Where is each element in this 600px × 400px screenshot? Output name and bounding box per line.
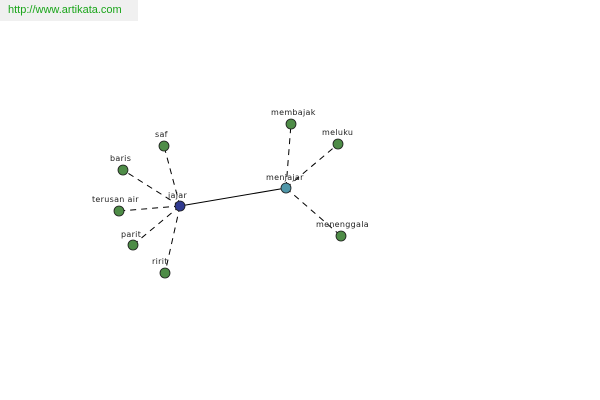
node-label-membajak: membajak (271, 108, 316, 117)
node-baris[interactable] (117, 164, 129, 176)
node-jajar[interactable] (174, 200, 186, 212)
edge-menjajar-menenggala (285, 187, 342, 237)
node-terusan-air[interactable] (113, 205, 125, 217)
node-label-terusan-air: terusan air (92, 195, 139, 204)
node-ririt[interactable] (159, 267, 171, 279)
node-parit[interactable] (127, 239, 139, 251)
edge-jajar-ririt (164, 205, 181, 274)
edge-jajar-baris (122, 169, 181, 207)
edge-menjajar-meluku (285, 143, 339, 189)
node-label-parit: parit (121, 230, 141, 239)
edge-jajar-menjajar (179, 187, 287, 207)
node-label-baris: baris (110, 154, 131, 163)
node-menenggala[interactable] (335, 230, 347, 242)
node-menjajar[interactable] (280, 182, 292, 194)
source-url-banner: http://www.artikata.com (0, 0, 138, 21)
node-label-menjajar: menjajar (266, 173, 304, 182)
node-label-meluku: meluku (322, 128, 353, 137)
edge-jajar-terusan_air (118, 205, 181, 212)
node-label-ririt: ririt (152, 257, 168, 266)
labels-layer: jajar menjajar saf baris terusan air parit rir… (92, 108, 369, 266)
node-membajak[interactable] (285, 118, 297, 130)
node-saf[interactable] (158, 140, 170, 152)
nodes-layer (113, 118, 347, 279)
node-label-saf: saf (155, 130, 168, 139)
edges-layer (118, 123, 342, 274)
node-meluku[interactable] (332, 138, 344, 150)
node-label-menenggala: menenggala (316, 220, 369, 229)
node-label-jajar: jajar (167, 191, 187, 200)
